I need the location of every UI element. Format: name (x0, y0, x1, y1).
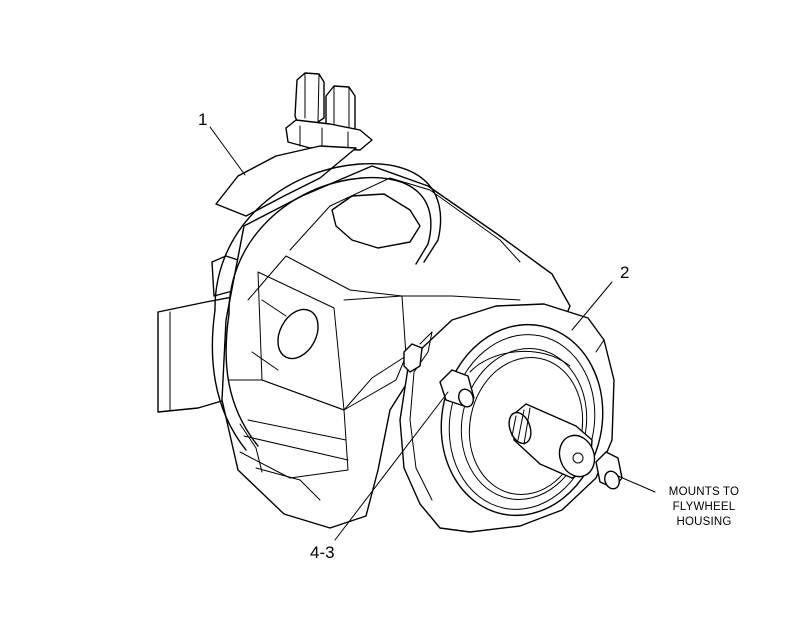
leader-part-2 (571, 281, 613, 331)
band-clamp (211, 162, 442, 473)
drive-shaft (508, 403, 596, 479)
note-line-1: MOUNTS TO (669, 486, 739, 498)
note-line-2: FLYWHEEL (673, 501, 736, 513)
leader-part-1 (209, 126, 246, 176)
leader-part-4-3 (334, 391, 449, 541)
callout-part-2: 2 (620, 263, 629, 282)
top-fittings (285, 72, 373, 151)
leader-lines (209, 126, 656, 541)
callout-part-1: 1 (198, 110, 207, 129)
mounting-studs (403, 343, 623, 490)
callout-part-4-3: 4-3 (310, 543, 335, 562)
note-line-3: HOUSING (676, 516, 731, 528)
leader-note (617, 475, 656, 493)
